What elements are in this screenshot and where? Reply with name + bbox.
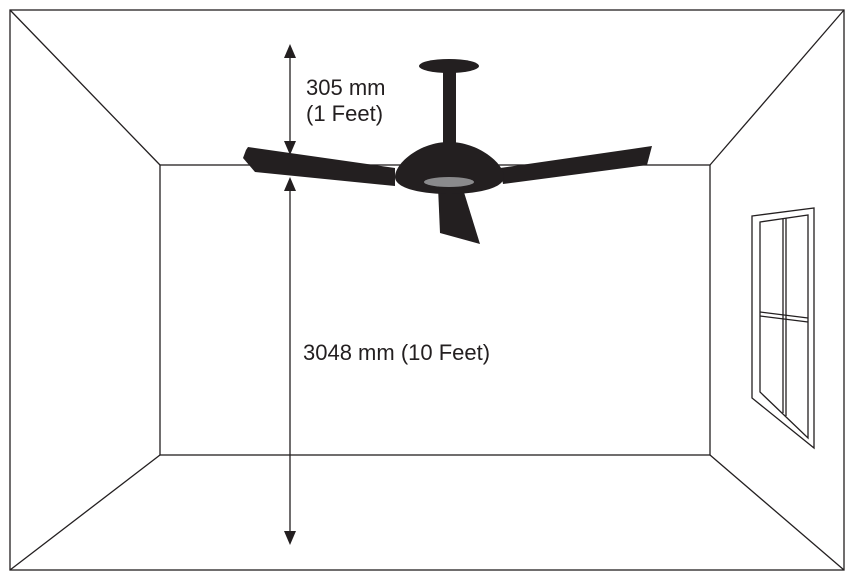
room-outline (9, 9, 845, 571)
fan-motor-housing (395, 142, 504, 194)
corner-bottom-left (9, 454, 161, 571)
fan-blade-right (500, 146, 652, 184)
ceiling-fan-icon (243, 59, 652, 244)
fan-blade-left (243, 147, 395, 186)
fan-to-ceiling-imperial: (1 Feet) (306, 101, 384, 126)
arrow-up-icon (284, 44, 296, 58)
corner-top-left (9, 9, 161, 166)
window-transom-2 (759, 315, 809, 323)
fan-light-cover (424, 177, 474, 187)
dimension-fan-to-floor (284, 177, 296, 545)
arrow-up-icon (284, 177, 296, 191)
fan-canopy (419, 59, 479, 73)
room-outer-frame (9, 9, 845, 571)
window-transom (759, 311, 809, 319)
fan-to-ceiling-label: 305 mm (1 Feet) (306, 75, 385, 127)
back-wall (159, 164, 711, 456)
corner-top-right (709, 9, 845, 166)
window-inner-frame (759, 214, 809, 440)
fan-blade-front (438, 187, 480, 244)
window-outer-frame (751, 207, 815, 450)
fan-to-floor-label: 3048 mm (10 Feet) (303, 340, 491, 365)
arrow-down-icon (284, 531, 296, 545)
arrow-down-icon (284, 141, 296, 155)
fan-to-ceiling-metric: 305 mm (306, 75, 386, 100)
corner-bottom-right (709, 454, 845, 571)
window-icon (751, 207, 815, 450)
fan-downrod (443, 68, 456, 146)
dimension-fan-to-ceiling (284, 44, 296, 155)
